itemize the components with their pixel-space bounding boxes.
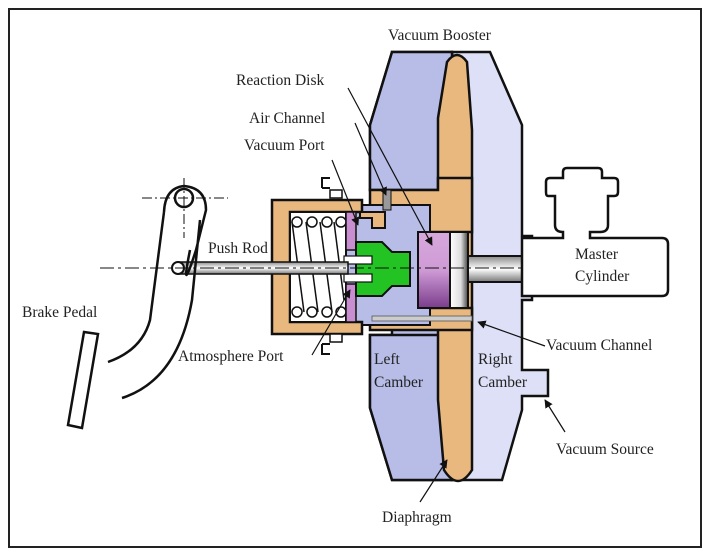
label-master-cylinder-1: Master bbox=[575, 246, 619, 263]
vacuum-port bbox=[345, 211, 357, 251]
label-vacuum-channel: Vacuum Channel bbox=[546, 337, 653, 354]
master-cylinder bbox=[520, 166, 670, 298]
label-right-camber-1: Right bbox=[478, 351, 513, 368]
label-master-cylinder-2: Cylinder bbox=[575, 268, 630, 285]
brake-pedal-arm bbox=[107, 184, 208, 400]
atmosphere-port bbox=[345, 283, 357, 323]
label-push-rod: Push Rod bbox=[208, 240, 268, 257]
label-vacuum-port: Vacuum Port bbox=[244, 137, 325, 154]
brake-pedal-pad bbox=[66, 330, 100, 430]
label-vacuum-source: Vacuum Source bbox=[556, 441, 654, 458]
label-brake-pedal: Brake Pedal bbox=[22, 304, 98, 321]
reaction-disk bbox=[417, 231, 451, 309]
label-right-camber-2: Camber bbox=[478, 374, 528, 391]
label-air-channel: Air Channel bbox=[249, 110, 326, 127]
label-left-camber-1: Left bbox=[374, 351, 400, 368]
label-reaction-disk: Reaction Disk bbox=[236, 72, 325, 89]
label-vacuum-booster: Vacuum Booster bbox=[388, 27, 491, 44]
label-atmosphere-port: Atmosphere Port bbox=[178, 348, 284, 365]
vacuum-channel bbox=[371, 315, 473, 322]
output-rod bbox=[467, 255, 523, 283]
label-diaphragm: Diaphragm bbox=[382, 509, 452, 526]
label-left-camber-2: Camber bbox=[374, 374, 424, 391]
